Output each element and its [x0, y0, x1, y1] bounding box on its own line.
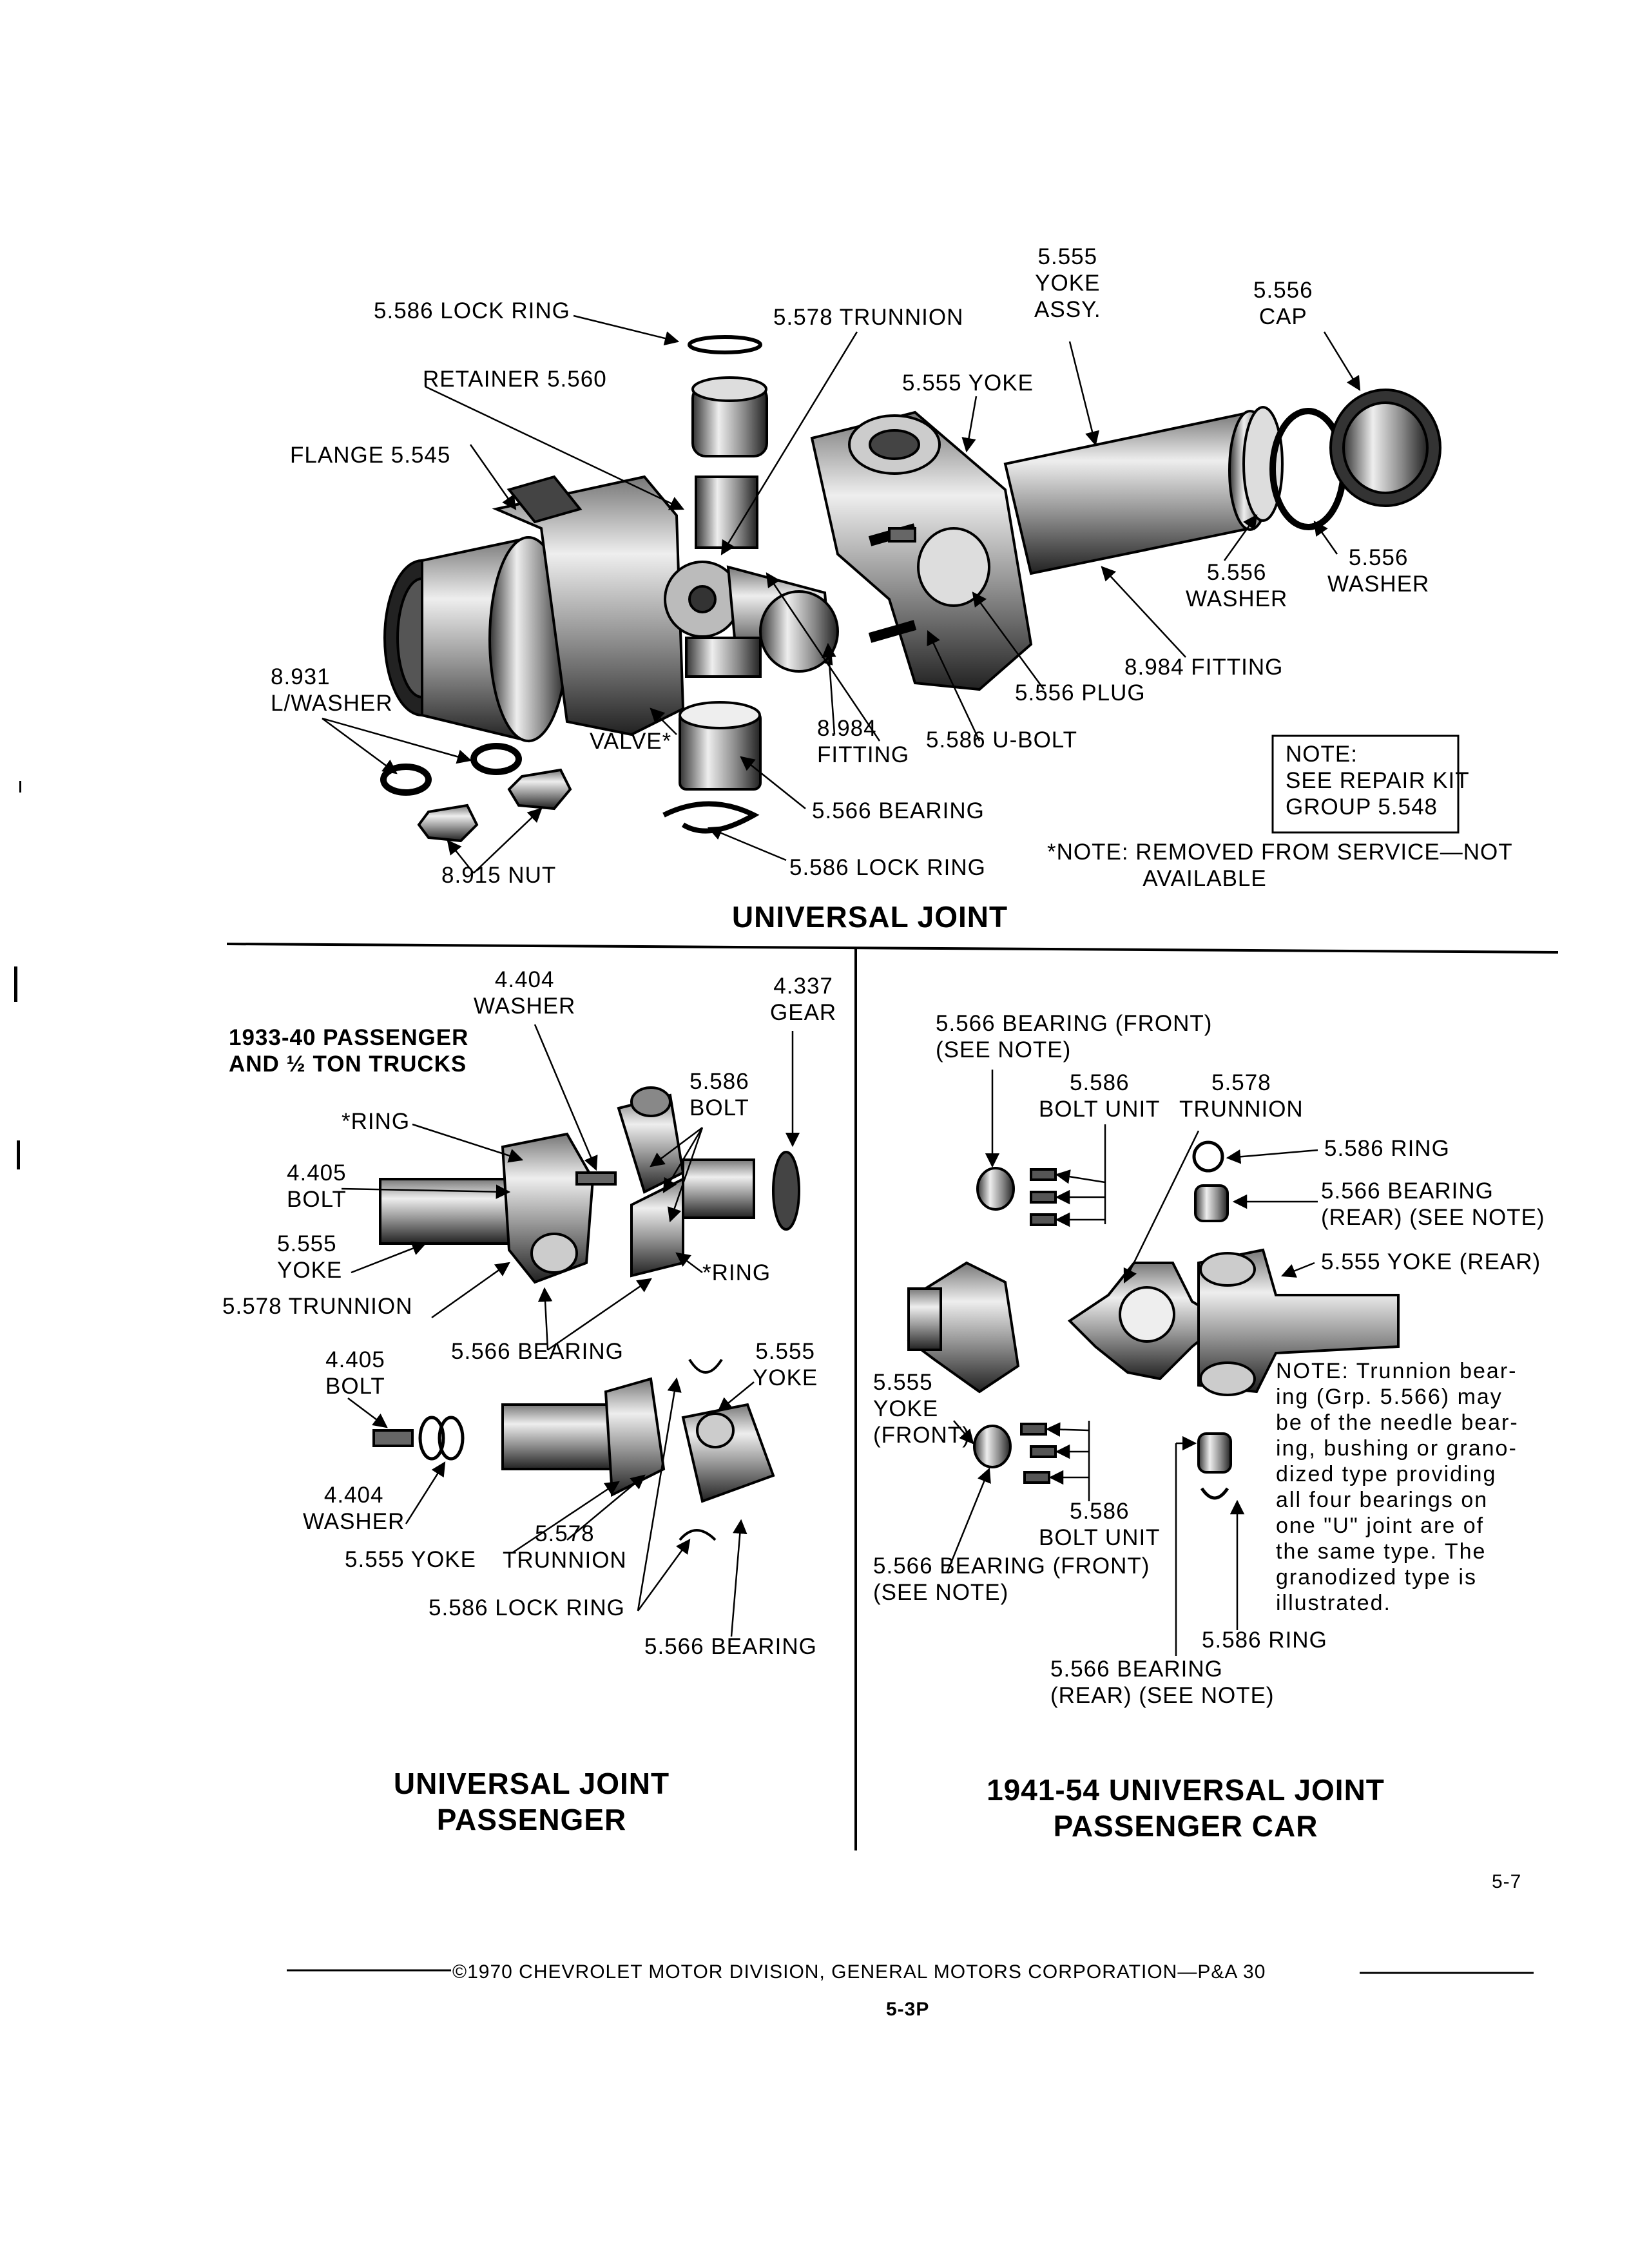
label-trunnion: 5.578 TRUNNION — [773, 305, 964, 330]
margin-mark — [17, 1140, 20, 1169]
label-ring-bot: 5.586 RING — [1202, 1628, 1327, 1653]
label-gear: 4.337 GEAR — [770, 974, 837, 1025]
upper-leader-lines — [322, 314, 1361, 874]
label-ring-b: *RING — [702, 1260, 771, 1285]
right-bearing-rear-top — [1194, 1184, 1229, 1222]
right-bearing-front-bot — [973, 1425, 1012, 1468]
page-ref: 5-7 — [1492, 1871, 1522, 1892]
lock-ring-bottom-part — [662, 801, 760, 834]
label-washer-a: 5.556 WASHER — [1186, 560, 1288, 611]
title-1941-54-universal-joint: 1941-54 UNIVERSAL JOINT PASSENGER CAR — [987, 1773, 1385, 1843]
label-lock-ring: 5.586 LOCK RING — [429, 1595, 625, 1620]
label-bolt-unit-bot: 5.586 BOLT UNIT — [1039, 1499, 1161, 1550]
title-universal-joint: UNIVERSAL JOINT — [731, 900, 1008, 934]
left-joint-drawings — [372, 1086, 800, 1541]
label-bolt-586: 5.586 BOLT — [689, 1069, 749, 1120]
page-number: 5-3P — [886, 1999, 930, 2020]
label-trunnion-bot: 5.578 TRUNNION — [503, 1521, 627, 1573]
label-nut: 8.915 NUT — [441, 863, 557, 888]
left-gear — [772, 1151, 800, 1231]
label-lwasher: 8.931 L/WASHER — [271, 664, 393, 716]
lwasher-2 — [380, 764, 432, 796]
label-yoke-bot: 5.555 YOKE — [345, 1547, 476, 1572]
label-fitting-right: 8.984 FITTING — [1124, 655, 1284, 680]
left-lock-ring-top — [688, 1358, 723, 1374]
right-ring-top — [1192, 1140, 1224, 1173]
label-yoke-front: 5.555 YOKE (FRONT) — [873, 1370, 970, 1448]
nut-1 — [507, 768, 572, 811]
label-bearing-rear-bot: 5.566 BEARING (REAR) (SEE NOTE) — [1050, 1657, 1275, 1708]
label-trunnion-right: 5.578 TRUNNION — [1179, 1070, 1304, 1122]
label-washer-top: 4.404 WASHER — [474, 967, 576, 1019]
label-bolt-405-top: 4.405 BOLT — [287, 1160, 347, 1212]
nut-2 — [417, 803, 479, 843]
right-ring-bot — [1200, 1487, 1229, 1500]
right-leader-lines — [946, 1070, 1318, 1656]
label-ubolt: 5.586 U-BOLT — [926, 727, 1078, 753]
label-bearing: 5.566 BEARING — [812, 798, 985, 823]
lwasher-1 — [470, 743, 522, 775]
yoke-assy-tube — [1003, 410, 1251, 575]
repair-kit-note: NOTE: SEE REPAIR KIT GROUP 5.548 — [1286, 742, 1470, 820]
label-bearing-front-bot: 5.566 BEARING (FRONT) (SEE NOTE) — [873, 1553, 1150, 1605]
removed-from-service-footnote: *NOTE: REMOVED FROM SERVICE—NOT AVAILABL… — [1047, 840, 1513, 891]
label-bearing-top: 5.566 BEARING — [451, 1339, 624, 1364]
label-bolt-405-bot: 4.405 BOLT — [325, 1347, 385, 1399]
label-bearing-rear-top: 5.566 BEARING (REAR) (SEE NOTE) — [1321, 1178, 1545, 1230]
label-ring-top: 5.586 RING — [1324, 1136, 1450, 1161]
label-trunnion-top: 5.578 TRUNNION — [222, 1294, 413, 1319]
right-joint-drawings — [907, 1140, 1400, 1500]
right-bearing-front-top — [976, 1167, 1015, 1211]
label-plug: 5.556 PLUG — [1015, 680, 1146, 706]
left-shaft-right — [682, 1158, 755, 1219]
left-lock-ring-bottom — [679, 1529, 717, 1541]
lock-ring-top-part — [688, 335, 762, 354]
label-retainer: RETAINER 5.560 — [423, 367, 607, 392]
left-leader-lines — [341, 1024, 800, 1637]
label-lock-ring-top: 5.586 LOCK RING — [374, 298, 570, 323]
fitting-part — [888, 527, 916, 543]
margin-mark — [14, 966, 17, 1002]
label-fitting-mid: 8.984 FITTING — [817, 716, 910, 767]
left-bolt-bottom — [372, 1429, 414, 1447]
upper-universal-joint-drawing — [380, 335, 1441, 843]
label-yoke-right: 5.555 YOKE — [753, 1339, 818, 1390]
repair-kit-note-box — [1271, 735, 1460, 834]
heading-1933-40: 1933-40 PASSENGER AND ½ TON TRUCKS — [229, 1025, 469, 1077]
label-bearing-front-top: 5.566 BEARING (FRONT) (SEE NOTE) — [936, 1011, 1213, 1062]
label-flange: FLANGE 5.545 — [290, 443, 451, 468]
label-bolt-unit-top: 5.586 BOLT UNIT — [1039, 1070, 1161, 1122]
label-washer-bot: 4.404 WASHER — [303, 1483, 405, 1534]
label-yoke-top: 5.555 YOKE — [277, 1231, 343, 1283]
label-ring-a: *RING — [342, 1109, 410, 1134]
trunnion-lower-bearing — [685, 637, 762, 678]
label-yoke: 5.555 YOKE — [902, 370, 1034, 396]
label-bearing-bot: 5.566 BEARING — [644, 1634, 817, 1659]
horizontal-divider — [226, 943, 1559, 954]
label-washer-b: 5.556 WASHER — [1327, 545, 1430, 597]
title-universal-joint-passenger: UNIVERSAL JOINT PASSENGER — [393, 1767, 670, 1836]
label-yoke-rear: 5.555 YOKE (REAR) — [1321, 1249, 1541, 1274]
left-shaft-top — [379, 1178, 510, 1245]
label-cap: 5.556 CAP — [1253, 278, 1313, 329]
left-yoke-bottom — [604, 1377, 666, 1497]
left-shaft-bottom — [501, 1403, 613, 1470]
trunnion-bearing-note: NOTE: Trunnion bear- ing (Grp. 5.566) ma… — [1276, 1359, 1519, 1615]
label-lock-ring-bottom: 5.586 LOCK RING — [789, 855, 986, 880]
label-valve: VALVE* — [590, 729, 672, 754]
margin-mark — [19, 781, 21, 793]
right-bearing-rear-bot — [1197, 1432, 1232, 1474]
label-yoke-assy: 5.555 YOKE ASSY. — [1034, 244, 1101, 322]
copyright-line: ©1970 CHEVROLET MOTOR DIVISION, GENERAL … — [452, 1961, 1266, 1983]
